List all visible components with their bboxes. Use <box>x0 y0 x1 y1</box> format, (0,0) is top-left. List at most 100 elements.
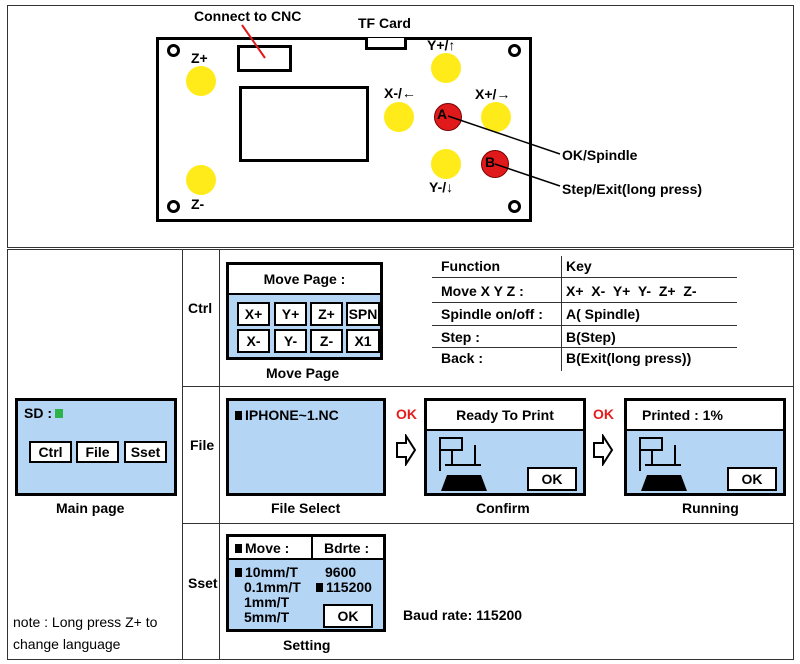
a-key[interactable] <box>434 103 462 131</box>
row-divider <box>182 386 794 387</box>
move-page-caption: Move Page <box>266 365 340 381</box>
x-plus-key[interactable] <box>481 102 511 132</box>
file-list-item[interactable]: IPHONE~1.NC <box>235 407 339 423</box>
file-name: IPHONE~1.NC <box>245 407 339 423</box>
move-step-option[interactable]: 10mm/T <box>235 564 298 580</box>
main-page-caption: Main page <box>56 500 125 516</box>
move-step-option[interactable]: 0.1mm/T <box>244 579 301 595</box>
table-row-line <box>432 302 737 303</box>
table-cell-function: Move X Y Z : <box>441 283 524 299</box>
confirm-caption: Confirm <box>476 500 530 516</box>
row-label-sset: Sset <box>188 575 218 591</box>
a-key-label: A <box>437 106 448 122</box>
running-caption: Running <box>682 500 739 516</box>
main-page-lcd: SD : Ctrl File Sset <box>15 398 177 496</box>
file-select-caption: File Select <box>271 500 341 516</box>
table-col-divider <box>561 256 562 371</box>
y-plus-label: Y+/↑ <box>427 37 456 53</box>
y-minus-key[interactable] <box>431 149 461 179</box>
sset-button[interactable]: Sset <box>124 441 167 463</box>
step-exit-label: Step/Exit(long press) <box>562 181 703 197</box>
move-x-plus-key[interactable]: X+ <box>237 302 270 326</box>
confirm-lcd: Ready To Print OK <box>424 398 586 496</box>
move-step-option[interactable]: 1mm/T <box>244 594 290 610</box>
move-page-title: Move Page : <box>229 265 380 295</box>
table-header-function: Function <box>441 258 501 274</box>
table-cell-key: B(Exit(long press)) <box>566 350 692 366</box>
tf-card-slot <box>365 38 407 50</box>
x-minus-label: X-/← <box>384 85 416 101</box>
selection-marker-icon <box>316 583 323 592</box>
spindle-key[interactable]: SPN <box>346 302 380 326</box>
sd-status-indicator <box>55 409 63 418</box>
b-key-label: B <box>485 154 496 170</box>
file-button[interactable]: File <box>76 441 119 463</box>
board-lcd-screen <box>239 86 369 162</box>
language-note-line2: change language <box>13 636 121 652</box>
move-y-plus-key[interactable]: Y+ <box>274 302 307 326</box>
ok-transition-label: OK <box>396 406 417 422</box>
move-z-minus-key[interactable]: Z- <box>310 329 343 353</box>
table-row-line <box>432 325 737 326</box>
table-cell-function: Spindle on/off : <box>441 306 543 322</box>
printer-icon <box>639 437 687 491</box>
confirm-title: Ready To Print <box>427 401 583 431</box>
baud-rate-option[interactable]: 115200 <box>316 579 372 595</box>
move-step-option[interactable]: 5mm/T <box>244 609 290 625</box>
right-arrow-icon <box>396 434 417 466</box>
table-cell-key: X+ X- Y+ Y- Z+ Z- <box>566 283 697 299</box>
baud-rate-note: Baud rate: 115200 <box>403 607 523 623</box>
table-header-key: Key <box>566 258 592 274</box>
language-note-line1: note : Long press Z+ to <box>13 614 158 630</box>
table-row-line <box>432 347 737 348</box>
mount-hole-icon <box>167 44 180 57</box>
running-lcd: Printed : 1% OK <box>624 398 786 496</box>
board-section-frame <box>7 5 794 248</box>
row-divider <box>182 523 794 524</box>
mount-hole-icon <box>508 44 521 57</box>
printer-icon <box>439 437 487 491</box>
confirm-ok-button[interactable]: OK <box>527 467 577 491</box>
board-pointer-lines <box>241 24 561 187</box>
table-cell-key: B(Step) <box>566 329 616 345</box>
cnc-connector <box>237 45 292 72</box>
cnc-pointer-line <box>241 24 266 59</box>
x-minus-key[interactable] <box>384 102 414 132</box>
move-z-plus-key[interactable]: Z+ <box>310 302 343 326</box>
menu-section-frame <box>7 249 794 660</box>
connect-to-cnc-label: Connect to CNC <box>194 8 302 24</box>
column-divider <box>219 249 220 660</box>
y-plus-key[interactable] <box>431 53 461 83</box>
move-step-header: Move : <box>235 540 289 556</box>
setting-ok-button[interactable]: OK <box>323 604 373 628</box>
setting-caption: Setting <box>283 637 331 653</box>
z-minus-label: Z- <box>191 196 205 212</box>
row-label-ctrl: Ctrl <box>188 300 213 316</box>
move-page-lcd: Move Page : X+ Y+ Z+ SPN X- Y- Z- X1 <box>226 262 383 360</box>
selection-marker-icon <box>235 411 242 420</box>
move-x-minus-key[interactable]: X- <box>237 329 270 353</box>
mount-hole-icon <box>508 200 521 213</box>
ok-spindle-label: OK/Spindle <box>562 147 638 163</box>
selection-marker-icon <box>235 544 242 553</box>
x-plus-label: X+/→ <box>475 86 511 102</box>
step-x1-key[interactable]: X1 <box>346 329 380 353</box>
tf-card-label: TF Card <box>358 15 411 31</box>
b-key-pointer-line <box>494 163 561 187</box>
ok-transition-label: OK <box>593 406 614 422</box>
ctrl-button[interactable]: Ctrl <box>29 441 72 463</box>
right-arrow-icon <box>593 434 614 466</box>
column-divider <box>182 249 183 660</box>
table-row-line <box>432 277 737 278</box>
z-plus-key[interactable] <box>186 66 216 96</box>
running-ok-button[interactable]: OK <box>727 467 777 491</box>
setting-column-divider <box>311 537 313 558</box>
row-label-file: File <box>190 437 215 453</box>
baud-rate-option[interactable]: 9600 <box>325 564 357 580</box>
file-select-lcd: IPHONE~1.NC <box>226 398 386 496</box>
setting-header-bar <box>229 537 383 560</box>
move-y-minus-key[interactable]: Y- <box>274 329 307 353</box>
z-minus-key[interactable] <box>186 165 216 195</box>
running-title: Printed : 1% <box>627 401 783 431</box>
a-key-pointer-line <box>447 115 561 155</box>
